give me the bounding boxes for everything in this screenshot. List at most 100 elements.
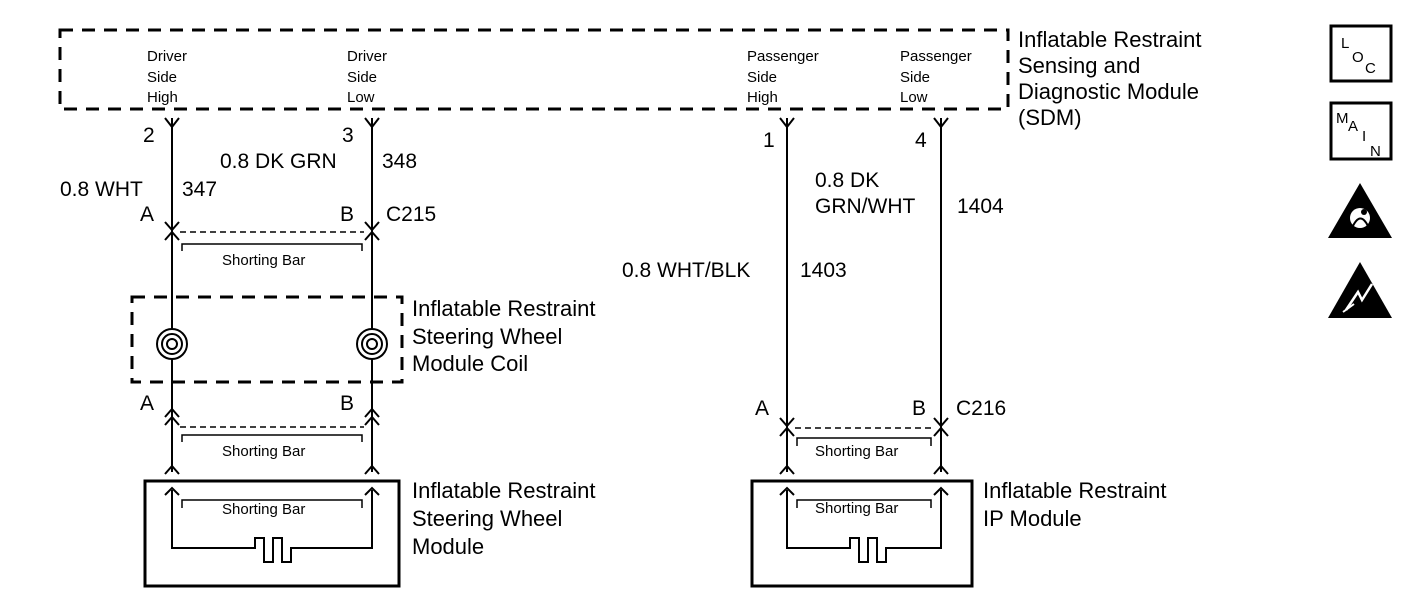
title-line: Diagnostic Module — [1018, 79, 1199, 104]
label-line: Inflatable Restraint — [412, 478, 595, 503]
label-line: Driver — [147, 48, 187, 65]
male-terminal — [933, 417, 949, 428]
shorting-bar-bracket — [181, 243, 363, 251]
pin-number: 3 — [342, 124, 354, 147]
sdm-pin-label-passenger-high: Passenger Side High — [747, 48, 819, 106]
label-line: Module Coil — [412, 351, 528, 376]
wire-gauge-label: 0.8 WHT — [60, 178, 143, 201]
steering-module-label: Inflatable Restraint Steering Wheel Modu… — [412, 478, 595, 559]
shorting-bar-label: Shorting Bar — [815, 500, 898, 517]
sdm-box — [58, 28, 1010, 111]
terminal-mark — [779, 117, 795, 129]
female-terminal — [364, 230, 380, 241]
label-line: Module — [412, 534, 484, 559]
label-line: Inflatable Restraint — [412, 296, 595, 321]
coil-label: Inflatable Restraint Steering Wheel Modu… — [412, 296, 595, 376]
sdm-pin-label-passenger-low: Passenger Side Low — [900, 48, 972, 106]
pin-b-label: B — [340, 203, 354, 226]
pin-b-label: B — [912, 397, 926, 420]
label-line: Steering Wheel — [412, 324, 562, 349]
coil-spiral-left-icon — [156, 328, 188, 360]
terminal-mark — [779, 486, 795, 496]
circuit-number: 347 — [182, 178, 217, 201]
squib-element — [171, 490, 373, 563]
shorting-bar-label: Shorting Bar — [222, 501, 305, 518]
icon-letter: C — [1365, 60, 1376, 77]
terminal-mark — [164, 407, 180, 418]
loc-icon[interactable]: L O C — [1329, 24, 1393, 83]
pin-b-label: B — [340, 392, 354, 415]
shorting-bar-label: Shorting Bar — [222, 252, 305, 269]
shorting-bar-label: Shorting Bar — [222, 443, 305, 460]
wire-gauge-label: 0.8 DK — [815, 169, 879, 192]
label-line: Passenger — [900, 48, 972, 65]
pin-a-label: A — [140, 203, 154, 226]
ip-module-internals: Shorting Bar — [779, 486, 949, 563]
squib-element — [786, 490, 942, 563]
label-line: Inflatable Restraint — [983, 478, 1166, 503]
shorting-bar-bracket — [796, 499, 932, 508]
label-line: Passenger — [747, 48, 819, 65]
label-line: Steering Wheel — [412, 506, 562, 531]
pin-a-label: A — [140, 392, 154, 415]
terminal-mark — [164, 486, 180, 496]
terminal-mark — [779, 464, 795, 475]
shorting-bar-bracket — [181, 434, 363, 442]
steering-module-internals: Shorting Bar — [164, 486, 380, 563]
airbag-warning-icon — [1328, 183, 1392, 238]
terminal-mark — [164, 415, 180, 426]
title-line: (SDM) — [1018, 105, 1082, 130]
terminal-mark — [364, 415, 380, 426]
female-terminal — [779, 426, 795, 437]
label-line: Low — [900, 89, 928, 106]
label-line: Low — [347, 89, 375, 106]
shorting-bar-label: Shorting Bar — [815, 443, 898, 460]
ip-module-label: Inflatable Restraint IP Module — [983, 478, 1166, 531]
connector-name: C215 — [386, 203, 436, 226]
terminal-mark — [364, 117, 380, 129]
female-terminal — [933, 426, 949, 437]
female-terminal — [164, 230, 180, 241]
circuit-number: 348 — [382, 150, 417, 173]
male-terminal — [164, 221, 180, 232]
terminal-mark — [933, 486, 949, 496]
sdm-pin-terminals — [164, 117, 949, 129]
icon-letter: N — [1370, 143, 1381, 160]
label-line: Driver — [347, 48, 387, 65]
title-line: Sensing and — [1018, 53, 1140, 78]
terminal-mark — [164, 117, 180, 129]
title-line: Inflatable Restraint — [1018, 27, 1201, 52]
label-line: High — [747, 89, 778, 106]
sdm-title: Inflatable Restraint Sensing and Diagnos… — [1018, 27, 1201, 130]
wire-gauge-label: 0.8 WHT/BLK — [622, 259, 750, 282]
label-line: Side — [900, 69, 930, 86]
terminal-mark — [164, 464, 180, 475]
label-line: Side — [147, 69, 177, 86]
icon-letter: I — [1362, 128, 1366, 145]
icon-letter: M — [1336, 110, 1349, 127]
circuit-number: 1404 — [957, 195, 1004, 218]
label-line: Side — [347, 69, 377, 86]
sdm-pin-label-driver-high: Driver Side High — [147, 48, 187, 106]
pin-number: 2 — [143, 124, 155, 147]
terminal-mark — [364, 464, 380, 475]
shorting-bar-bracket — [796, 437, 932, 446]
terminal-mark — [933, 464, 949, 475]
coil-box — [130, 295, 404, 384]
connector-name: C216 — [956, 397, 1006, 420]
connector-coil-bottom: A B Shorting Bar — [140, 392, 380, 475]
label-line: IP Module — [983, 506, 1082, 531]
main-icon[interactable]: M A I N — [1329, 101, 1393, 161]
icon-letter: A — [1348, 118, 1358, 135]
pin-a-label: A — [755, 397, 769, 420]
sdm-pin-label-driver-low: Driver Side Low — [347, 48, 387, 106]
terminal-mark — [364, 407, 380, 418]
terminal-mark — [364, 486, 380, 496]
terminal-mark — [933, 117, 949, 129]
label-line: Side — [747, 69, 777, 86]
wire-gauge-label: 0.8 DK GRN — [220, 150, 337, 173]
circuit-number: 1403 — [800, 259, 847, 282]
coil-spiral-right-icon — [356, 328, 388, 360]
steering-module-box — [143, 479, 401, 588]
shorting-bar-bracket — [181, 499, 363, 508]
